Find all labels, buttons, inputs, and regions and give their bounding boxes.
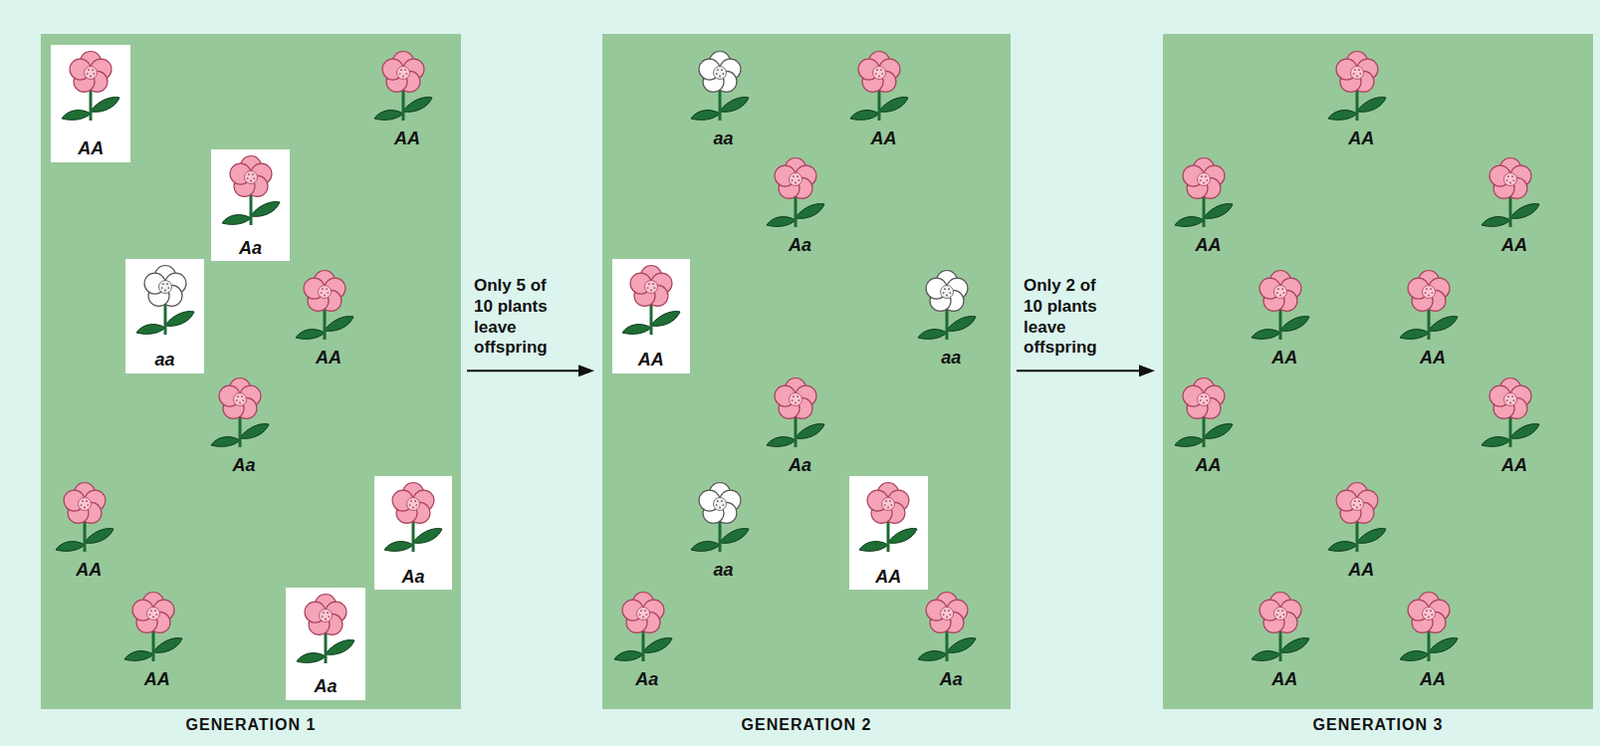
genotype-label: Aa bbox=[635, 670, 659, 690]
genotype-label: AA bbox=[1194, 235, 1221, 256]
selected-plant-box: AA bbox=[612, 258, 690, 374]
flower-illustration bbox=[916, 268, 977, 341]
flower-illustration bbox=[1398, 268, 1459, 341]
flower-illustration bbox=[54, 480, 115, 553]
flower-illustration bbox=[373, 49, 434, 122]
selected-plant-box: Aa bbox=[285, 587, 366, 700]
genotype-label: AA bbox=[1271, 670, 1298, 690]
flower-illustration bbox=[689, 49, 750, 122]
flower-illustration bbox=[221, 154, 281, 227]
flower-illustration bbox=[60, 49, 121, 122]
genotype-label: Aa bbox=[231, 456, 255, 476]
selection-arrow bbox=[1016, 364, 1155, 377]
flower-illustration bbox=[295, 592, 356, 665]
flower-illustration bbox=[1327, 49, 1387, 122]
flower-illustration bbox=[1250, 590, 1311, 663]
genotype-label: AA bbox=[1348, 560, 1374, 581]
flower-illustration bbox=[765, 156, 826, 229]
genotype-label: Aa bbox=[285, 677, 366, 697]
generation-title: GENERATION 2 bbox=[602, 715, 1011, 734]
genotype-label: AA bbox=[1501, 456, 1528, 476]
genotype-label: Aa bbox=[788, 235, 812, 256]
selected-plant-box: Aa bbox=[374, 475, 453, 591]
genotype-label: Aa bbox=[211, 238, 290, 259]
flower-illustration bbox=[210, 376, 270, 449]
flower-illustration bbox=[1250, 268, 1311, 341]
genotype-label: aa bbox=[713, 560, 734, 581]
genotype-label: AA bbox=[75, 560, 102, 581]
flower-illustration bbox=[858, 480, 918, 553]
genotype-label: AA bbox=[849, 567, 928, 588]
flower-illustration bbox=[1173, 376, 1234, 449]
genotype-label: aa bbox=[713, 129, 734, 150]
selected-plant-box: Aa bbox=[211, 149, 290, 262]
genotype-label: AA bbox=[1419, 348, 1446, 369]
flower-illustration bbox=[765, 376, 826, 449]
genotype-label: aa bbox=[125, 350, 205, 371]
genotype-label: Aa bbox=[788, 456, 812, 476]
flower-illustration bbox=[1480, 376, 1541, 449]
flower-illustration bbox=[613, 590, 674, 663]
selected-plant-box: AA bbox=[849, 475, 928, 591]
flower-illustration bbox=[1480, 156, 1541, 229]
genotype-label: AA bbox=[1348, 129, 1374, 150]
genotype-label: Aa bbox=[939, 670, 963, 690]
generation-panel: GENERATION 2aaAAAaaaAaaaAaAaAAAA bbox=[602, 33, 1011, 709]
generation-title: GENERATION 1 bbox=[40, 715, 461, 734]
generation-panel: GENERATION 3AAAAAAAAAAAAAAAAAAAA bbox=[1162, 33, 1594, 709]
genotype-label: AA bbox=[1501, 235, 1528, 256]
genotype-label: aa bbox=[940, 348, 961, 369]
flower-illustration bbox=[383, 480, 444, 553]
genotype-label: AA bbox=[315, 348, 342, 369]
flower-illustration bbox=[1327, 480, 1387, 553]
flower-illustration bbox=[916, 590, 977, 663]
flower-illustration bbox=[1398, 590, 1459, 663]
flower-illustration bbox=[849, 49, 910, 122]
genotype-label: AA bbox=[1271, 348, 1298, 369]
genotype-label: AA bbox=[144, 670, 171, 690]
genotype-label: AA bbox=[1419, 670, 1446, 690]
genotype-label: AA bbox=[394, 129, 421, 150]
selection-arrow bbox=[466, 364, 595, 377]
flower-illustration bbox=[1173, 156, 1234, 229]
genotype-label: AA bbox=[871, 129, 898, 150]
selected-plant-box: AA bbox=[50, 44, 131, 163]
genotype-label: AA bbox=[50, 139, 131, 160]
flower-illustration bbox=[689, 480, 750, 553]
generation-title: GENERATION 3 bbox=[1162, 715, 1594, 734]
edge-label: Only 5 of 10 plants leave offspring bbox=[473, 275, 564, 359]
edge-label: Only 2 of 10 plants leave offspring bbox=[1023, 275, 1114, 359]
flower-illustration bbox=[621, 263, 682, 336]
selected-plant-box: aa bbox=[125, 258, 205, 374]
genotype-label: Aa bbox=[374, 567, 453, 588]
flower-illustration bbox=[135, 263, 196, 336]
generation-panel: GENERATION 1AAAAAaAAAAAAAaaaAaAa bbox=[40, 33, 461, 709]
genotype-label: AA bbox=[1194, 456, 1221, 476]
flower-illustration bbox=[123, 590, 184, 663]
flower-illustration bbox=[294, 268, 355, 341]
genotype-label: AA bbox=[612, 350, 690, 371]
